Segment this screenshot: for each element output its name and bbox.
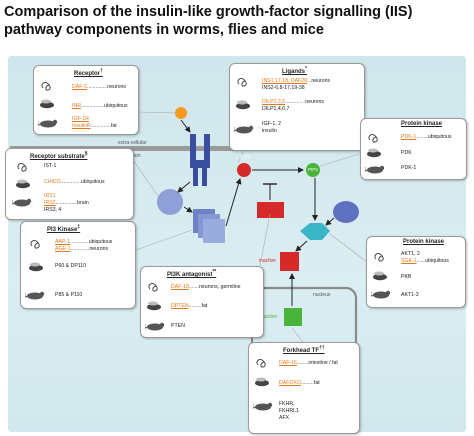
pi3k-fly: P60 & DP110: [55, 263, 87, 269]
pdk-node: [333, 201, 359, 223]
pi3k-node: [193, 209, 225, 243]
inactive-label: inactive: [259, 258, 276, 264]
forkhead-title: Forkhead TF††: [283, 345, 325, 354]
pi3k-mouse: P85 & P110: [55, 292, 83, 298]
pi3-kinase-box: PI3 Kinase‡ AAP-1.............ubiquitous…: [20, 221, 136, 309]
pten-node: [257, 202, 284, 218]
antagonist-fly-site: fat: [201, 303, 208, 309]
akt-mouse: AKT1-3: [401, 292, 419, 298]
antagonist-worm: DAF-18: [171, 284, 189, 290]
pi3k-worm2: AGE-1: [55, 246, 71, 252]
forkhead-active-node: [284, 308, 302, 326]
ligands-fly1: DILP2,3,5: [262, 99, 286, 105]
pdk-worm: PDK-1: [401, 134, 417, 140]
ligands-box: Ligands* INS1,17,18, DAF28...neurons INS…: [229, 63, 365, 151]
forkhead-mouse1: FKHR,: [279, 401, 295, 407]
forkhead-box: Forkhead TF†† DAF-16........intestine / …: [248, 342, 360, 434]
akt-worm2-site: ubiquitous: [425, 258, 449, 264]
nucleus-label: nucleus: [313, 292, 331, 298]
receptor-substrate-box: Receptor substrate§ IST-1 CHICO.........…: [5, 148, 134, 220]
pip2-node: [237, 163, 251, 177]
protein-kinase-akt-title: Protein kinase: [403, 239, 445, 245]
ligands-mouse1: IGF-1, 2: [262, 121, 282, 127]
forkhead-worm: DAF-16: [279, 360, 297, 366]
figure-title: Comparison of the insulin-like growth-fa…: [4, 4, 413, 38]
substrate-mouse3: IRS3, 4: [44, 207, 62, 213]
ligands-worm2: INS2-6,8-17,19-38: [262, 85, 305, 91]
pdk-worm-site: ubiquitous: [427, 134, 452, 140]
forkhead-inactive-node: [280, 252, 299, 271]
receptor-fly-gene: INR: [72, 103, 81, 109]
pdk-mouse: PDK-1: [401, 165, 417, 171]
ligands-fly-site: neurons: [305, 99, 325, 105]
receptor-box: Receptor† DAF-2..............neurons INR…: [33, 65, 139, 135]
pip3-label: PIP3: [308, 167, 318, 172]
akt-worm2: SGK-1: [401, 258, 417, 264]
receptor-shape: [190, 134, 210, 186]
forkhead-fly-site: fat: [313, 380, 320, 386]
protein-kinase-akt-box: Protein kinase AKT1, 2 SGK-1......ubiqui…: [366, 236, 466, 308]
receptor-mouse-gene1: IGF-1R: [72, 116, 90, 122]
pip3-node: [306, 163, 320, 177]
pi3k-antagonist-title: PI3K antagonist**: [167, 269, 217, 278]
ligand-node: [175, 107, 187, 119]
receptor-substrate-node: [157, 189, 183, 215]
receptor-mouse-gene2: InsulinR: [72, 123, 91, 129]
ligands-fly2: DILP1,4,6,7: [262, 106, 290, 112]
ligands-title: Ligands*: [282, 66, 307, 75]
pi3k-worm1: AAP-1: [55, 239, 70, 245]
receptor-title: Receptor†: [74, 68, 103, 77]
substrate-fly-gene: CHICO: [44, 179, 61, 185]
antagonist-mouse: PTEN: [171, 323, 185, 329]
akt-node: [300, 223, 330, 240]
substrate-fly-site: ubiquitous: [80, 179, 105, 185]
receptor-worm-gene: DAF-2: [72, 84, 87, 90]
akt-worm1: AKT1, 2: [401, 251, 420, 257]
akt-fly: PKB: [401, 274, 412, 280]
forkhead-fly: DAFOXO: [279, 380, 301, 386]
pi3k-antagonist-box: PI3K antagonist** DAF-18.......neurons, …: [140, 266, 264, 338]
ligands-worm-site: neurons: [311, 78, 331, 84]
forkhead-worm-site: intestine / fat: [308, 360, 338, 366]
extracellular-label: extra-cellular: [118, 140, 147, 146]
substrate-mouse2-site: brain: [77, 200, 89, 206]
active-label: active: [264, 314, 278, 320]
antagonist-fly: DPTEN: [171, 303, 189, 309]
pip2-label: PIP2: [240, 155, 251, 161]
protein-kinase-pdk-title: Protein kinase: [401, 121, 443, 127]
pi3-kinase-title: PI3 Kinase‡: [47, 224, 81, 233]
forkhead-mouse3: AFX: [279, 415, 290, 421]
receptor-worm-site: neurons: [107, 84, 126, 90]
substrate-mouse2: IRS2: [44, 200, 56, 206]
pdk-fly: PDK: [401, 150, 412, 156]
receptor-fly-site: ubiquitous: [104, 103, 128, 109]
receptor-mouse-site: fat: [110, 123, 117, 129]
pi3k-worm1-site: ubiquitous: [88, 239, 113, 245]
pi3k-worm2-site: neurons: [89, 246, 109, 252]
protein-kinase-pdk-box: Protein kinase PDK-1........ubiquitous P…: [360, 118, 467, 180]
substrate-worm: IST-1: [44, 163, 57, 169]
ligands-mouse2: insulin: [262, 128, 277, 134]
substrate-mouse1: IRS1: [44, 193, 56, 199]
forkhead-mouse2: FKHRL1: [279, 408, 299, 414]
ligands-worm1: INS1,17,18, DAF28: [262, 78, 307, 84]
antagonist-worm-site: neurons, germline: [198, 284, 241, 290]
receptor-substrate-title: Receptor substrate§: [30, 151, 88, 160]
